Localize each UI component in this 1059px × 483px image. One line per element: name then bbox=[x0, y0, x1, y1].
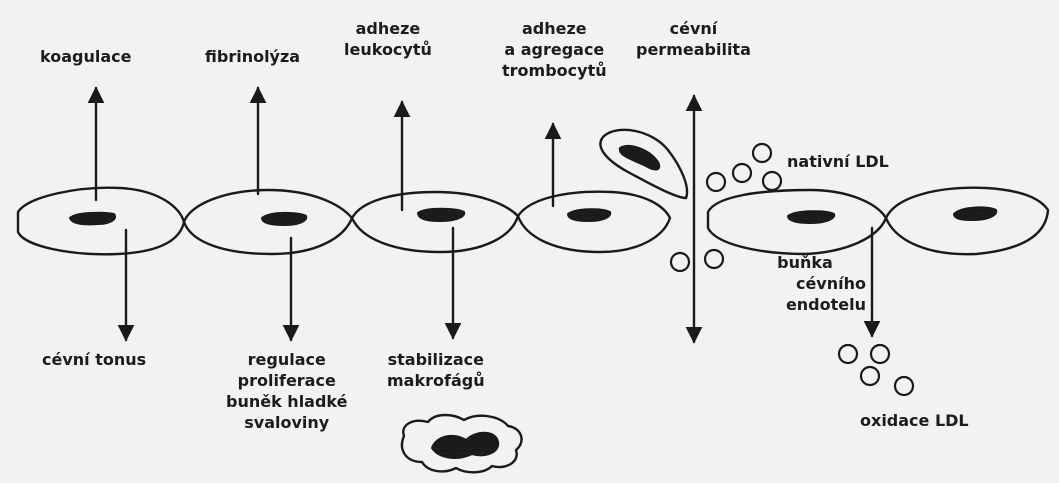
label-line: proliferace bbox=[226, 370, 347, 391]
nucleus-2 bbox=[262, 213, 306, 225]
label-fibrinolyza: fibrinolýza bbox=[205, 46, 300, 67]
label-koagulace: koagulace bbox=[40, 46, 131, 67]
ldl-particle bbox=[671, 253, 689, 271]
ldl-particle bbox=[753, 144, 771, 162]
label-stabilizace-makrofagu: stabilizace makrofágů bbox=[387, 349, 485, 391]
oxidized-ldl-particle bbox=[861, 367, 879, 385]
label-regulace-proliferace: regulace proliferace buněk hladké svalov… bbox=[226, 349, 347, 433]
label-line: adheze bbox=[344, 18, 432, 39]
label-adheze-trombocytu: adheze a agregace trombocytů bbox=[502, 18, 607, 81]
ldl-particle bbox=[763, 172, 781, 190]
label-line: permeabilita bbox=[636, 39, 751, 60]
nucleus-3 bbox=[418, 209, 464, 221]
ldl-particle bbox=[707, 173, 725, 191]
label-line: makrofágů bbox=[387, 370, 485, 391]
label-line: trombocytů bbox=[502, 60, 607, 81]
cell-nuclei bbox=[70, 207, 996, 225]
label-line: endotelu bbox=[762, 294, 866, 315]
label-line: adheze bbox=[502, 18, 607, 39]
label-line: buňka bbox=[762, 252, 866, 273]
nucleus-4 bbox=[568, 209, 610, 221]
label-line: a agregace bbox=[502, 39, 607, 60]
label-line: leukocytů bbox=[344, 39, 432, 60]
label-bunka-endotelu: buňka cévního endotelu bbox=[762, 252, 866, 315]
ldl-particle bbox=[705, 250, 723, 268]
macrophage-nucleus bbox=[432, 433, 498, 458]
endothelial-cell-3 bbox=[352, 192, 518, 252]
label-line: svaloviny bbox=[226, 412, 347, 433]
label-adheze-leukocytu: adheze leukocytů bbox=[344, 18, 432, 60]
nucleus-6 bbox=[954, 207, 996, 220]
endothelial-cells bbox=[18, 188, 1048, 255]
endothelial-cell-6 bbox=[886, 188, 1048, 254]
label-cevni-permeabilita: cévní permeabilita bbox=[636, 18, 751, 60]
label-nativni-ldl: nativní LDL bbox=[787, 151, 889, 172]
thrombocyte-granules bbox=[620, 146, 659, 170]
thrombocyte bbox=[600, 130, 687, 198]
nucleus-5 bbox=[788, 211, 834, 223]
macrophage bbox=[402, 415, 522, 472]
nucleus-1 bbox=[70, 213, 115, 225]
label-line: regulace bbox=[226, 349, 347, 370]
label-line: buněk hladké bbox=[226, 391, 347, 412]
label-cevni-tonus: cévní tonus bbox=[42, 349, 146, 370]
ldl-particle bbox=[733, 164, 751, 182]
oxidized-ldl-particle bbox=[871, 345, 889, 363]
label-oxidace-ldl: oxidace LDL bbox=[860, 410, 969, 431]
label-line: stabilizace bbox=[387, 349, 485, 370]
down-arrows bbox=[126, 228, 872, 340]
label-line: cévního bbox=[762, 273, 866, 294]
oxidized-ldl-particle bbox=[839, 345, 857, 363]
oxidized-ldl-particle bbox=[895, 377, 913, 395]
label-line: cévní bbox=[636, 18, 751, 39]
up-arrows bbox=[96, 88, 553, 210]
endothelial-cell-4 bbox=[518, 192, 670, 252]
